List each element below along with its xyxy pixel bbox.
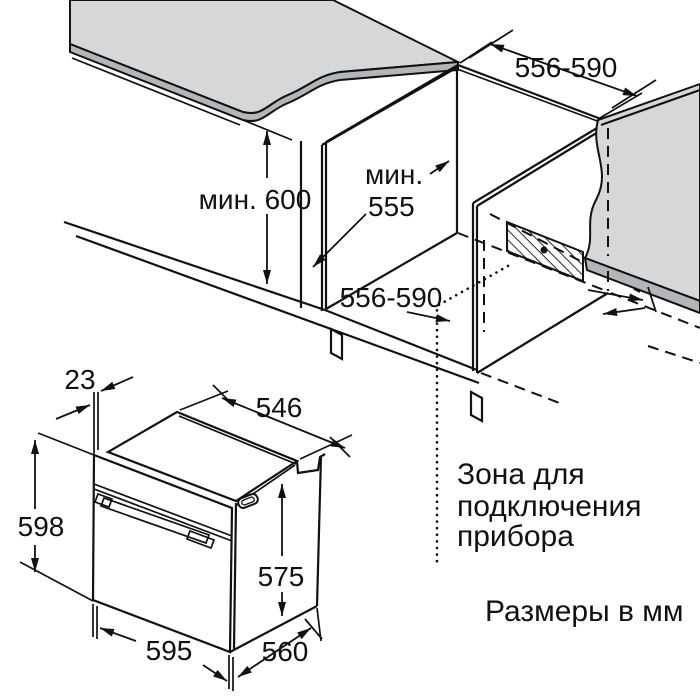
front-height-label: 598: [18, 511, 65, 542]
countertop: [69, 0, 462, 141]
connection-zone-label-line1: Зона для: [457, 458, 585, 491]
dimension-door-overhang-23: 23: [55, 364, 134, 454]
right-cabinet-wall: [583, 82, 700, 315]
top-depth-label: 546: [256, 392, 303, 423]
niche-left-wall: [299, 64, 459, 361]
units-note: Размеры в мм: [485, 595, 684, 628]
connection-zone-label-line2: подключения: [457, 490, 641, 523]
dimension-niche-width-top: 556-590: [459, 29, 657, 119]
dimension-niche-width-bottom: 556-590: [340, 282, 657, 323]
niche-width-bottom-label: 556-590: [340, 282, 443, 313]
oven-body: [91, 410, 326, 654]
side-grip-recess: [237, 493, 259, 509]
min-depth-value-label: 555: [368, 191, 415, 222]
right-wall-bottom-edge: [583, 256, 700, 315]
right-wall-panel: [583, 82, 700, 303]
body-depth-label: 560: [262, 636, 309, 667]
oven-dimension-view: 23 546 598 575: [18, 364, 353, 691]
dimension-top-depth-546: 546: [179, 384, 353, 460]
min-depth-prefix-label: мин.: [365, 159, 423, 190]
niche-floor: [63, 220, 480, 385]
dimension-min-depth-555: мин. 555: [312, 159, 450, 268]
niche-right-wall: [469, 127, 609, 423]
connection-zone: [435, 220, 584, 568]
dimension-body-depth-560: 560: [237, 607, 323, 678]
front-width-label: 595: [146, 635, 193, 666]
connection-zone-label-line3: прибора: [457, 520, 574, 553]
door-handle: [93, 492, 216, 550]
connection-zone-leader-dotted: [435, 264, 510, 568]
countertop-top-surface: [69, 0, 462, 115]
dimension-front-width-595: 595: [92, 604, 234, 691]
min-height-label: мин. 600: [199, 184, 312, 215]
door-overhang-label: 23: [64, 364, 95, 395]
niche-width-top-label: 556-590: [515, 52, 618, 83]
dimension-min-height-600: мин. 600: [199, 131, 312, 284]
body-height-label: 575: [258, 561, 305, 592]
connection-point-dot: [540, 246, 548, 254]
niche-installation-view: мин. 600 556-590 мин. 555 556-590: [63, 0, 700, 568]
text-annotations: Зона для подключения прибора Размеры в м…: [457, 458, 684, 628]
oven-door-face: [91, 453, 234, 654]
dimension-body-height-575: 575: [258, 484, 305, 616]
dimension-front-height-598: 598: [18, 432, 95, 602]
